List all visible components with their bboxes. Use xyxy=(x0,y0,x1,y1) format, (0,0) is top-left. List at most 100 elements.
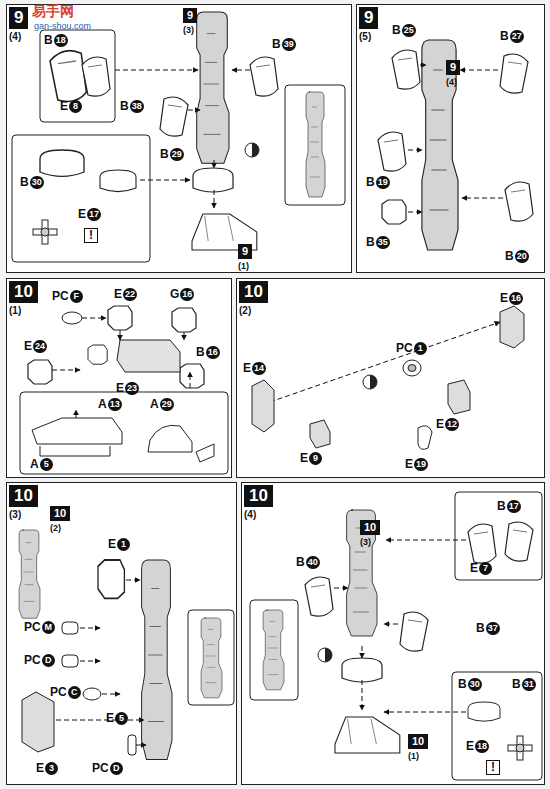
callout-number: 29 xyxy=(170,148,184,161)
callout-number: 9 xyxy=(309,452,322,465)
part-letter: B xyxy=(196,346,205,359)
step-reference-sub: (1) xyxy=(238,260,249,273)
callout-number: 29 xyxy=(160,398,174,411)
callout-number: 24 xyxy=(33,340,47,353)
caution-mark: ! xyxy=(486,760,500,775)
part-letter: E xyxy=(108,538,116,551)
sub-step: (3) xyxy=(9,509,21,520)
step-number: 10 xyxy=(9,281,38,303)
part-letter: A xyxy=(30,458,39,471)
step-number: 10 xyxy=(9,485,38,507)
step-reference-sub: (3) xyxy=(360,536,371,549)
callout-number: 30 xyxy=(30,176,44,189)
part-letter: E xyxy=(470,562,478,575)
step-reference: 9 xyxy=(183,8,197,23)
callout-number: 5 xyxy=(40,458,53,471)
part-letter: E xyxy=(500,292,508,305)
part-letter: E xyxy=(243,362,251,375)
callout-number: 16 xyxy=(206,346,220,359)
part-letter: B xyxy=(120,100,129,113)
callout-number: 17 xyxy=(507,500,521,513)
step-panel: 10(4) xyxy=(241,482,545,785)
callout-number: D xyxy=(110,762,123,775)
part-letter: E xyxy=(300,452,308,465)
watermark: 易手网 xyxy=(32,3,74,19)
part-letter: E xyxy=(466,740,474,753)
callout-number: 38 xyxy=(130,100,144,113)
callout-number: 13 xyxy=(108,398,122,411)
callout-number: C xyxy=(68,686,81,699)
part-letter: PC xyxy=(24,621,41,634)
callout-number: 18 xyxy=(54,34,68,47)
part-letter: B xyxy=(44,34,53,47)
part-letter: B xyxy=(296,556,305,569)
callout-number: 27 xyxy=(510,30,524,43)
part-letter: PC xyxy=(92,762,109,775)
part-letter: B xyxy=(392,24,401,37)
part-letter: B xyxy=(500,30,509,43)
step-number: 9 xyxy=(9,7,28,29)
step-panel: 10(1) xyxy=(6,278,232,478)
callout-number: 5 xyxy=(115,712,128,725)
callout-number: 3 xyxy=(45,762,58,775)
part-letter: G xyxy=(170,288,179,301)
step-panel: 10(2) xyxy=(236,278,545,478)
callout-number: 30 xyxy=(468,678,482,691)
callout-number: 35 xyxy=(376,236,390,249)
part-letter: E xyxy=(24,340,32,353)
callout-number: 25 xyxy=(402,24,416,37)
part-letter: PC xyxy=(396,342,413,355)
callout-number: 39 xyxy=(282,38,296,51)
step-reference-sub: (4) xyxy=(446,76,457,89)
callout-number: 1 xyxy=(117,538,130,551)
callout-number: 20 xyxy=(515,250,529,263)
callout-number: 17 xyxy=(87,208,101,221)
part-letter: E xyxy=(60,100,68,113)
part-letter: E xyxy=(106,712,114,725)
step-reference-sub: (1) xyxy=(408,750,419,763)
part-letter: E xyxy=(116,382,124,395)
callout-number: 22 xyxy=(123,288,137,301)
part-letter: PC xyxy=(50,686,67,699)
callout-number: 37 xyxy=(486,622,500,635)
step-reference: 10 xyxy=(408,734,428,749)
part-letter: E xyxy=(436,418,444,431)
part-letter: B xyxy=(497,500,506,513)
part-letter: B xyxy=(272,38,281,51)
callout-number: 16 xyxy=(509,292,523,305)
part-letter: B xyxy=(512,678,521,691)
step-number: 10 xyxy=(244,485,273,507)
sub-step: (5) xyxy=(359,31,371,42)
step-reference: 9 xyxy=(446,60,460,75)
callout-number: 19 xyxy=(414,458,428,471)
part-letter: B xyxy=(476,622,485,635)
step-reference: 9 xyxy=(238,244,252,259)
part-letter: E xyxy=(36,762,44,775)
part-letter: A xyxy=(150,398,159,411)
part-letter: B xyxy=(160,148,169,161)
callout-number: 31 xyxy=(522,678,536,691)
step-number: 10 xyxy=(239,281,268,303)
callout-number: F xyxy=(70,290,83,303)
callout-number: D xyxy=(42,654,55,667)
step-panel: 9 (5) xyxy=(356,4,545,273)
callout-number: 14 xyxy=(252,362,266,375)
step-reference-sub: (3) xyxy=(183,24,194,37)
callout-number: 8 xyxy=(69,100,82,113)
part-letter: E xyxy=(78,208,86,221)
step-reference: 10 xyxy=(50,506,70,521)
part-letter: E xyxy=(405,458,413,471)
sub-step: (4) xyxy=(9,31,21,42)
callout-number: 12 xyxy=(445,418,459,431)
part-letter: PC xyxy=(24,654,41,667)
callout-number: 1 xyxy=(414,342,427,355)
callout-number: 19 xyxy=(376,176,390,189)
step-reference-sub: (2) xyxy=(50,522,61,535)
part-letter: B xyxy=(366,176,375,189)
callout-number: 7 xyxy=(479,562,492,575)
sub-step: (1) xyxy=(9,305,21,316)
caution-mark: ! xyxy=(84,228,98,243)
part-letter: PC xyxy=(52,290,69,303)
callout-number: 18 xyxy=(475,740,489,753)
